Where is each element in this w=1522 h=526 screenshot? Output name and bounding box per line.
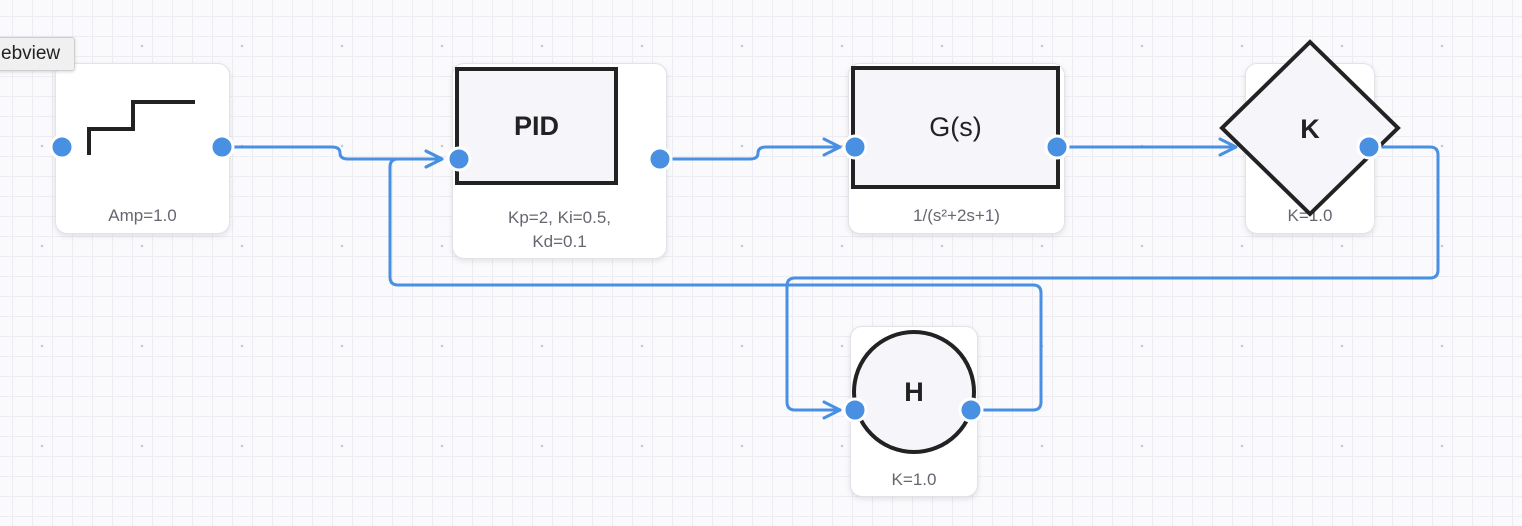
plant-title: G(s) xyxy=(929,112,982,142)
gain-block[interactable]: K=1.0 K xyxy=(1219,39,1401,234)
pid-block[interactable]: PID Kp=2, Ki=0.5, Kd=0.1 xyxy=(452,63,667,259)
step-block[interactable]: Amp=1.0 xyxy=(55,63,230,234)
tooltip: ebview xyxy=(0,37,76,71)
pid-title: PID xyxy=(513,111,559,141)
pid-params-line1: Kp=2, Ki=0.5, xyxy=(507,208,612,227)
gain-diamond xyxy=(1219,39,1401,217)
feedback-circle xyxy=(852,330,976,454)
wire-feedback-to-pid[interactable] xyxy=(388,159,1043,412)
feedback-gain-label: K=1.0 xyxy=(891,470,937,489)
gain-title: K xyxy=(1300,114,1320,144)
wires xyxy=(220,145,1440,412)
wire-gain-to-feedback[interactable] xyxy=(785,145,1440,410)
plant-transfer-label: 1/(s²+2s+1) xyxy=(913,206,1000,225)
plant-block[interactable]: G(s) 1/(s²+2s+1) xyxy=(848,63,1065,234)
feedback-block[interactable]: H K=1.0 xyxy=(850,326,978,497)
step-amp-label: Amp=1.0 xyxy=(108,206,177,225)
wire-pid-to-plant[interactable] xyxy=(658,147,842,161)
step-icon xyxy=(87,100,195,155)
wire-step-to-pid[interactable] xyxy=(220,145,444,159)
feedback-title: H xyxy=(904,377,924,407)
pid-box xyxy=(455,67,618,185)
plant-box xyxy=(851,66,1060,189)
pid-params-line2: Kd=0.1 xyxy=(532,232,587,251)
